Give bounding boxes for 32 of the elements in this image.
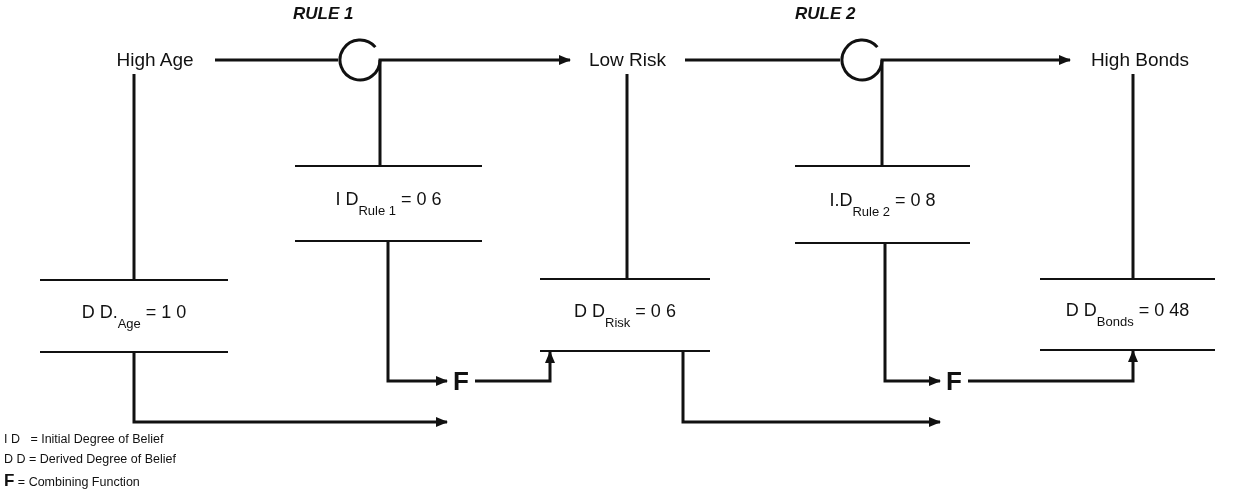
arrow (475, 351, 555, 383)
belief-value-box: I D$_{Rule 1}$ = 0 6 (295, 165, 482, 242)
belief-value-box: D D$_{Bonds}$ = 0 48 (1040, 278, 1215, 351)
belief-value-box: D D.$_{Age}$ = 1 0 (40, 279, 228, 353)
combining-function-label: F (940, 366, 968, 430)
concept-label: High Bonds (1070, 46, 1210, 74)
belief-value-box: D D$_{Risk}$ = 0 6 (540, 278, 710, 352)
arrow (382, 55, 571, 65)
concept-label: Low Risk (570, 46, 685, 74)
combining-function-label: F (447, 366, 475, 430)
arrow (132, 353, 448, 427)
connector-line (132, 74, 136, 279)
connector-line (685, 58, 840, 62)
connector-line (625, 74, 629, 278)
rule-title: RULE 2 (795, 4, 856, 24)
arrow (681, 352, 941, 427)
concept-label: High Age (95, 46, 215, 74)
legend-note: I D = Initial Degree of Belief (4, 432, 164, 446)
connector-line (215, 58, 338, 62)
rule-symbol (840, 38, 884, 82)
connector-line (378, 58, 383, 165)
rule-symbol (338, 38, 382, 82)
arrow (884, 55, 1071, 65)
arrow (883, 244, 941, 386)
arrow (386, 242, 448, 386)
arrow (968, 350, 1138, 383)
rule-title: RULE 1 (293, 4, 354, 24)
connector-line (880, 58, 885, 165)
connector-line (1131, 74, 1135, 278)
belief-value-box: I.D$_{Rule 2}$ = 0 8 (795, 165, 970, 244)
legend-note: D D = Derived Degree of Belief (4, 452, 176, 466)
legend-note: F = Combining Function (4, 471, 140, 491)
